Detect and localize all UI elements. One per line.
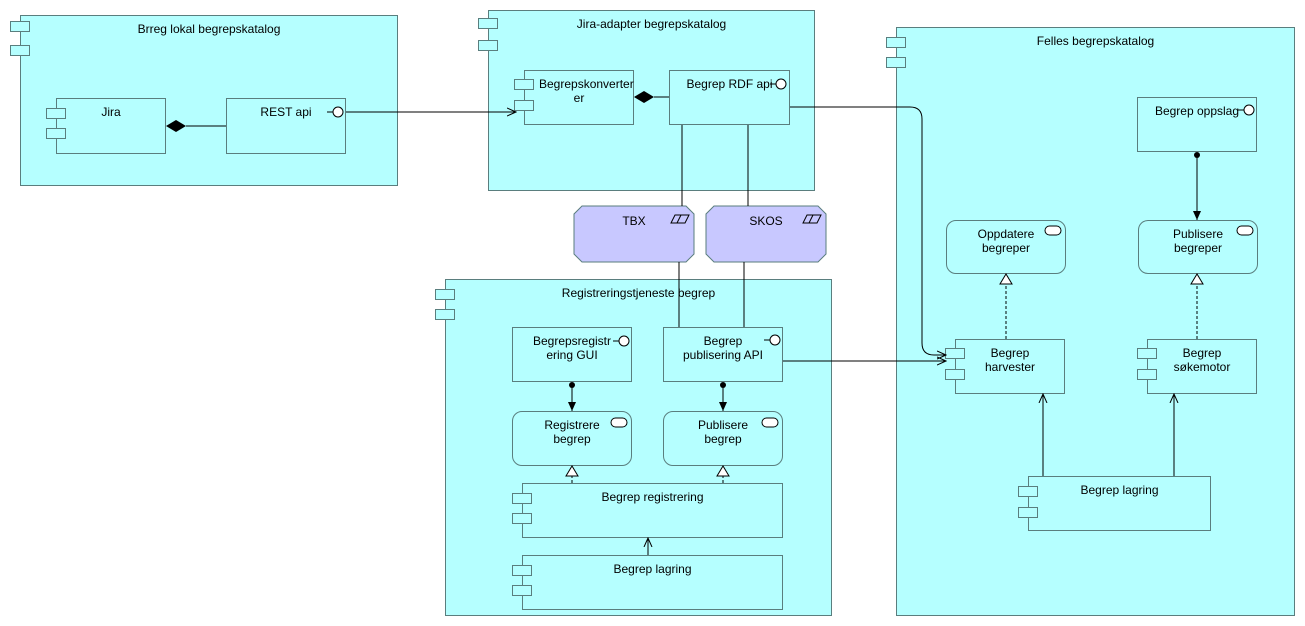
component-jira[interactable]: Jira <box>56 98 166 154</box>
component-label: Begrepskonverter er <box>539 77 634 105</box>
interface-begrepsregistrering-gui[interactable]: Begrepsregistr ering GUI <box>512 327 632 382</box>
data-object-skos[interactable]: SKOS <box>706 206 826 262</box>
component-icon <box>886 37 906 48</box>
component-label: Begrep søkemotor <box>1173 346 1231 374</box>
component-icon <box>512 493 532 504</box>
group-title: Registreringstjeneste begrep <box>561 286 716 300</box>
service-registrere-begrep[interactable]: Registrere begrep <box>512 411 632 466</box>
component-icon <box>512 585 532 596</box>
service-label: Publisere begreper <box>1172 227 1224 255</box>
group-title: Jira-adapter begrepskatalog <box>576 17 727 31</box>
interface-begrep-oppslag[interactable]: Begrep oppslag <box>1137 97 1257 152</box>
data-object-label: SKOS <box>749 214 783 228</box>
component-label: Begrepsregistr ering GUI <box>532 334 612 362</box>
component-icon <box>1018 507 1038 518</box>
component-icon <box>46 128 66 139</box>
component-icon <box>478 40 498 51</box>
component-begrep-lagring-registrering[interactable]: Begrep lagring <box>522 555 783 610</box>
component-icon <box>10 45 30 56</box>
group-title: Brreg lokal begrepskatalog <box>137 22 281 36</box>
component-label: Begrep lagring <box>1080 483 1159 497</box>
component-label: Begrep publisering API <box>682 334 764 362</box>
component-begrepskonverterer[interactable]: Begrepskonverter er <box>524 70 634 125</box>
service-label: Registrere begrep <box>544 418 600 446</box>
component-icon <box>512 565 532 576</box>
component-icon <box>886 57 906 68</box>
component-begrep-registrering[interactable]: Begrep registrering <box>522 483 783 538</box>
component-icon <box>514 79 534 90</box>
component-icon <box>1018 486 1038 497</box>
component-icon <box>46 108 66 119</box>
component-icon <box>945 369 965 380</box>
component-label: REST api <box>260 105 312 119</box>
interface-rest-api[interactable]: REST api <box>226 98 346 154</box>
component-icon <box>10 21 30 32</box>
component-icon <box>514 100 534 111</box>
service-publisere-begrep[interactable]: Publisere begrep <box>663 411 783 466</box>
component-icon <box>435 289 455 300</box>
component-icon <box>1137 369 1157 380</box>
service-label: Publisere begrep <box>697 418 749 446</box>
component-icon <box>945 348 965 359</box>
component-label: Begrep RDF api <box>686 77 773 91</box>
service-publisere-begreper[interactable]: Publisere begreper <box>1138 220 1258 274</box>
service-oppdatere-begreper[interactable]: Oppdatere begreper <box>946 220 1066 274</box>
component-begrep-sokemotor[interactable]: Begrep søkemotor <box>1147 339 1257 394</box>
component-begrep-harvester[interactable]: Begrep harvester <box>955 339 1065 394</box>
component-label: Jira <box>101 105 121 119</box>
component-label: Begrep harvester <box>984 346 1036 374</box>
component-icon <box>478 18 498 29</box>
component-icon <box>512 513 532 524</box>
component-icon <box>435 309 455 320</box>
data-object-label: TBX <box>622 214 646 228</box>
interface-begrep-publisering-api[interactable]: Begrep publisering API <box>663 327 783 382</box>
service-label: Oppdatere begreper <box>977 227 1035 255</box>
data-object-tbx[interactable]: TBX <box>574 206 694 262</box>
component-label: Begrep registrering <box>601 490 704 504</box>
component-label: Begrep oppslag <box>1154 104 1240 118</box>
component-icon <box>1137 348 1157 359</box>
component-begrep-lagring-felles[interactable]: Begrep lagring <box>1028 476 1211 531</box>
interface-begrep-rdf-api[interactable]: Begrep RDF api <box>669 70 790 125</box>
component-label: Begrep lagring <box>613 562 692 576</box>
group-title: Felles begrepskatalog <box>1036 34 1155 48</box>
